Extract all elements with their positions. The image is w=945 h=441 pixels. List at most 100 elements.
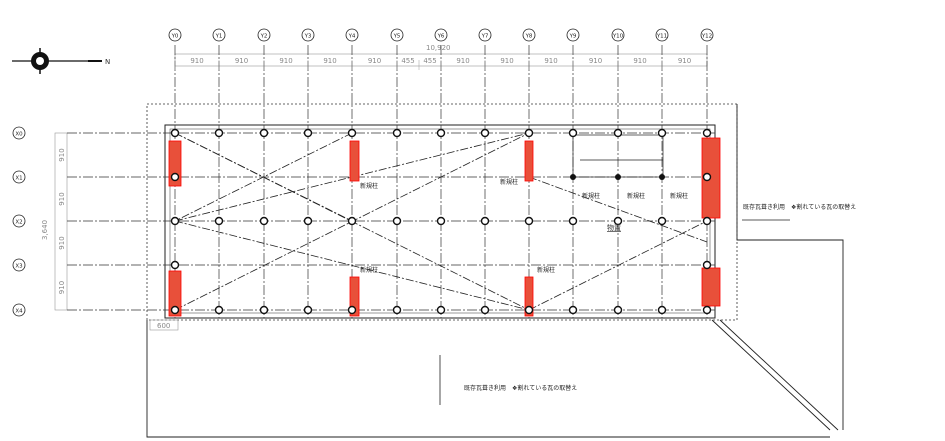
svg-text:Y10: Y10 <box>612 34 624 40</box>
column-post <box>657 305 667 315</box>
column-post <box>347 216 357 226</box>
new-column-post <box>659 174 665 180</box>
column-post <box>303 216 313 226</box>
column-post <box>568 216 578 226</box>
svg-text:X1: X1 <box>15 176 22 182</box>
roof-outline <box>146 320 830 438</box>
column-axis-Y2: Y2 <box>257 28 271 318</box>
new-column-label: 新規柱 <box>537 266 555 274</box>
column-post <box>613 305 623 315</box>
north-arrow-icon: N <box>12 48 110 74</box>
new-column-post <box>615 174 621 180</box>
column-post <box>613 216 623 226</box>
column-axis-Y8: Y8 <box>522 28 536 318</box>
eave-offset-dimension: 600 <box>157 322 170 330</box>
column-axis-Y7: Y7 <box>478 28 492 318</box>
column-post <box>702 305 712 315</box>
column-post <box>480 128 490 138</box>
svg-text:既存瓦葺き利用 ❖割れている瓦の取替え: 既存瓦葺き利用 ❖割れている瓦の取替え <box>464 384 577 392</box>
new-column-label: 新規柱 <box>582 192 600 200</box>
row-axis-X4: X4 <box>12 303 715 317</box>
svg-text:Y7: Y7 <box>481 34 489 40</box>
row-span-dimension: 910 <box>58 192 66 205</box>
roof-outline-right <box>736 104 844 430</box>
roof-hip-line <box>711 319 831 431</box>
new-column-label: 新規柱 <box>670 192 688 200</box>
column-post <box>436 305 446 315</box>
highlighted-wall <box>349 276 360 317</box>
column-post <box>480 216 490 226</box>
room-label: 物置 <box>607 223 621 232</box>
right-roof-note: 既存瓦葺き利用 ❖割れている瓦の取替え <box>742 203 856 221</box>
column-post <box>392 305 402 315</box>
column-post <box>303 305 313 315</box>
span-dimension: 910 <box>678 57 691 65</box>
svg-text:Y3: Y3 <box>304 34 312 40</box>
highlighted-wall <box>524 140 534 182</box>
svg-text:X3: X3 <box>15 264 23 270</box>
column-post <box>613 128 623 138</box>
span-dimension: 910 <box>633 57 646 65</box>
row-span-dimension: 910 <box>58 236 66 249</box>
span-dimension: 910 <box>368 57 381 65</box>
column-post <box>259 216 269 226</box>
new-column-label: 新規柱 <box>627 192 645 200</box>
column-post <box>568 305 578 315</box>
column-post <box>657 216 667 226</box>
column-post <box>436 128 446 138</box>
svg-text:X0: X0 <box>15 132 23 138</box>
column-post <box>702 260 712 270</box>
span-dimension: 910 <box>589 57 602 65</box>
highlighted-wall <box>168 270 182 317</box>
column-post <box>524 128 534 138</box>
svg-text:Y0: Y0 <box>171 34 179 40</box>
column-post <box>436 216 446 226</box>
svg-text:X2: X2 <box>15 220 22 226</box>
column-post <box>657 128 667 138</box>
svg-text:Y5: Y5 <box>393 34 401 40</box>
column-post <box>568 128 578 138</box>
column-post <box>392 216 402 226</box>
column-axis-Y10: Y10 <box>611 28 625 318</box>
column-post <box>524 216 534 226</box>
svg-text:X4: X4 <box>15 309 23 315</box>
svg-text:既存瓦葺き利用 ❖割れている瓦の取替え: 既存瓦葺き利用 ❖割れている瓦の取替え <box>743 203 856 211</box>
column-post <box>480 305 490 315</box>
column-axis-Y5: Y5 <box>390 28 404 318</box>
new-column-label: 新規柱 <box>360 182 378 190</box>
span-dimension: 910 <box>456 57 469 65</box>
total-width-dimension: 10,920 <box>426 44 451 52</box>
svg-text:Y8: Y8 <box>525 34 533 40</box>
column-post <box>347 305 357 315</box>
span-dimension: 455 <box>423 57 436 65</box>
column-post <box>259 128 269 138</box>
new-column-post <box>570 174 576 180</box>
column-post <box>170 305 180 315</box>
column-post <box>170 260 180 270</box>
column-post <box>170 172 180 182</box>
column-post <box>702 172 712 182</box>
span-dimension: 910 <box>190 57 203 65</box>
column-axis-Y9: Y9 <box>566 28 580 318</box>
column-axis-Y11: Y11 <box>655 28 669 318</box>
column-post <box>259 305 269 315</box>
column-post <box>214 128 224 138</box>
column-post <box>702 128 712 138</box>
column-axis-Y6: Y6 <box>434 28 448 318</box>
svg-text:Y9: Y9 <box>569 34 577 40</box>
svg-text:Y11: Y11 <box>656 34 667 40</box>
bottom-roof-note: 既存瓦葺き利用 ❖割れている瓦の取替え <box>439 355 577 405</box>
span-dimension: 910 <box>544 57 557 65</box>
column-post <box>214 216 224 226</box>
span-dimension: 910 <box>235 57 248 65</box>
column-post <box>170 216 180 226</box>
svg-text:Y6: Y6 <box>437 34 445 40</box>
highlighted-wall <box>524 276 534 317</box>
highlighted-wall <box>701 267 721 307</box>
span-dimension: 910 <box>279 57 292 65</box>
column-post <box>702 216 712 226</box>
column-post <box>303 128 313 138</box>
span-dimension: 910 <box>500 57 513 65</box>
column-post <box>347 128 357 138</box>
